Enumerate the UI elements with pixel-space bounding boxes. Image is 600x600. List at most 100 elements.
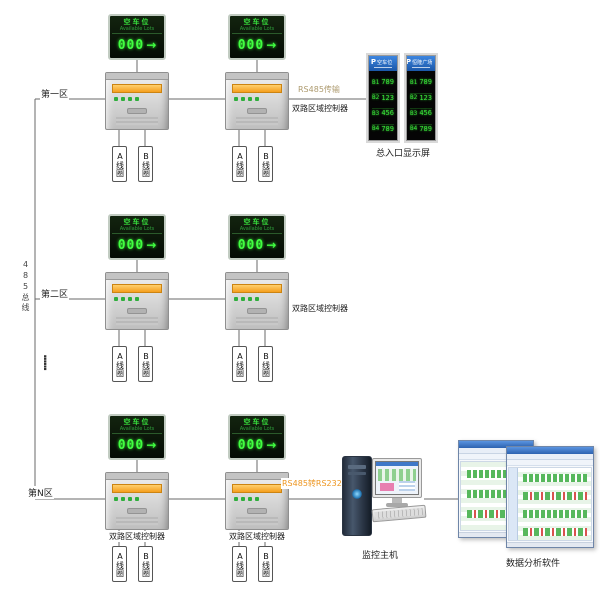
zone-2-label: 第二区	[40, 287, 70, 300]
host-tower	[342, 456, 372, 536]
led-sign: 空车位 Available Lots 000 →	[228, 214, 286, 260]
led-sign: 空车位 Available Lots 000 →	[108, 214, 166, 260]
sign-subtitle: Available Lots	[119, 426, 155, 432]
zone-n-label: 第N区	[27, 486, 54, 499]
monitor-stand	[392, 498, 402, 503]
controller-slot	[247, 108, 267, 114]
controller-top-cap	[106, 273, 168, 280]
window-content	[508, 467, 592, 541]
panel-row: B3 456	[410, 108, 432, 117]
level-id: B4	[410, 125, 418, 133]
sign-title: 空车位	[243, 18, 271, 26]
panel-row: B4 789	[372, 123, 394, 133]
controller-label: 双路区域控制器	[225, 531, 289, 542]
bus-label: 485总线	[20, 258, 31, 315]
sign-subtitle: Available Lots	[239, 226, 275, 232]
sign-display: 000 →	[238, 34, 277, 56]
free-count: 123	[419, 93, 432, 102]
drive-bay	[348, 465, 366, 469]
sign-display: 000 →	[238, 234, 277, 256]
sign-display: 000 →	[118, 34, 157, 56]
entrance-display-panel: P 恒隆广场 B1 789 B2 123 B3 456 B4 789	[406, 55, 436, 141]
free-count: 456	[381, 109, 394, 118]
panel-header: P 空车位	[369, 56, 397, 71]
sign-display: 000 →	[118, 234, 157, 256]
panel-rows: B1 789 B2 123 B3 456 B4 789	[407, 71, 435, 140]
warning-stripe	[112, 84, 162, 93]
panel-row: B2 123	[372, 92, 394, 102]
controller-vent	[236, 517, 278, 525]
led-sign: 空车位 Available Lots 000 →	[108, 14, 166, 60]
sign-display: 000 →	[238, 434, 277, 456]
controller-label: 双路区域控制器	[292, 303, 348, 314]
controller-top-cap	[226, 73, 288, 80]
screen-panel	[380, 483, 394, 491]
panel-row: B1 789	[410, 78, 432, 86]
sign-header: 空车位 Available Lots	[232, 418, 282, 434]
parking-row	[523, 510, 587, 518]
sign-digits: 000	[237, 237, 265, 253]
host-monitor	[372, 458, 422, 498]
window-statusbar	[459, 532, 533, 537]
sign-header: 空车位 Available Lots	[112, 218, 162, 234]
continuation-dots: ······	[38, 354, 52, 370]
sign-header: 空车位 Available Lots	[232, 18, 282, 34]
coil-b: B线圈	[258, 346, 273, 382]
zone-controller	[225, 72, 289, 130]
controller-top-cap	[106, 473, 168, 480]
panel-subtext-bar	[374, 67, 392, 68]
screen-parking-map	[378, 469, 416, 481]
panel-row: B2 123	[410, 92, 432, 102]
coil-a: A线圈	[232, 346, 247, 382]
free-count: 123	[381, 93, 394, 102]
sign-subtitle: Available Lots	[119, 26, 155, 32]
sign-digits: 000	[237, 37, 265, 53]
window-sidebar	[509, 468, 518, 540]
zone-1-label: 第一区	[40, 87, 70, 100]
controller-top-cap	[106, 73, 168, 80]
panel-row: B4 789	[410, 123, 432, 133]
host-label: 监控主机	[361, 551, 398, 561]
status-leds	[114, 297, 139, 301]
window-toolbar	[507, 460, 593, 466]
led-sign: 空车位 Available Lots 000 →	[228, 14, 286, 60]
status-leds	[114, 97, 139, 101]
window-statusbar	[507, 542, 593, 547]
status-leds	[114, 497, 139, 501]
sign-digits: 000	[237, 437, 265, 453]
panel-row: B1 789	[372, 78, 394, 86]
keyboard-keys	[374, 507, 424, 520]
window-titlebar	[507, 447, 593, 454]
level-id: B1	[410, 78, 418, 86]
coil-b: B线圈	[138, 146, 153, 182]
window-menubar	[459, 448, 533, 454]
zone-controller	[105, 272, 169, 330]
controller-vent	[116, 117, 158, 125]
level-id: B4	[372, 125, 380, 133]
sign-display: 000 →	[118, 434, 157, 456]
status-leds	[234, 297, 259, 301]
panel-row: B3 456	[372, 108, 394, 117]
arrow-right-icon: →	[146, 238, 157, 252]
controller-slot	[127, 508, 147, 514]
power-glow	[352, 489, 362, 499]
warning-stripe	[112, 284, 162, 293]
sign-title: 空车位	[123, 218, 151, 226]
free-count: 789	[419, 124, 432, 133]
software-label: 数据分析软件	[505, 559, 560, 569]
panel-title: 空车位	[377, 59, 393, 66]
window-titlebar	[459, 441, 533, 448]
level-id: B3	[410, 109, 418, 117]
controller-slot	[247, 308, 267, 314]
sign-subtitle: Available Lots	[239, 426, 275, 432]
free-count: 789	[381, 78, 394, 87]
sign-digits: 000	[117, 37, 145, 53]
controller-top-cap	[226, 273, 288, 280]
parking-row	[523, 528, 587, 536]
coil-a: A线圈	[112, 546, 127, 582]
parking-row	[523, 492, 587, 500]
coil-b: B线圈	[258, 546, 273, 582]
level-id: B3	[372, 109, 380, 117]
arrow-right-icon: →	[146, 438, 157, 452]
